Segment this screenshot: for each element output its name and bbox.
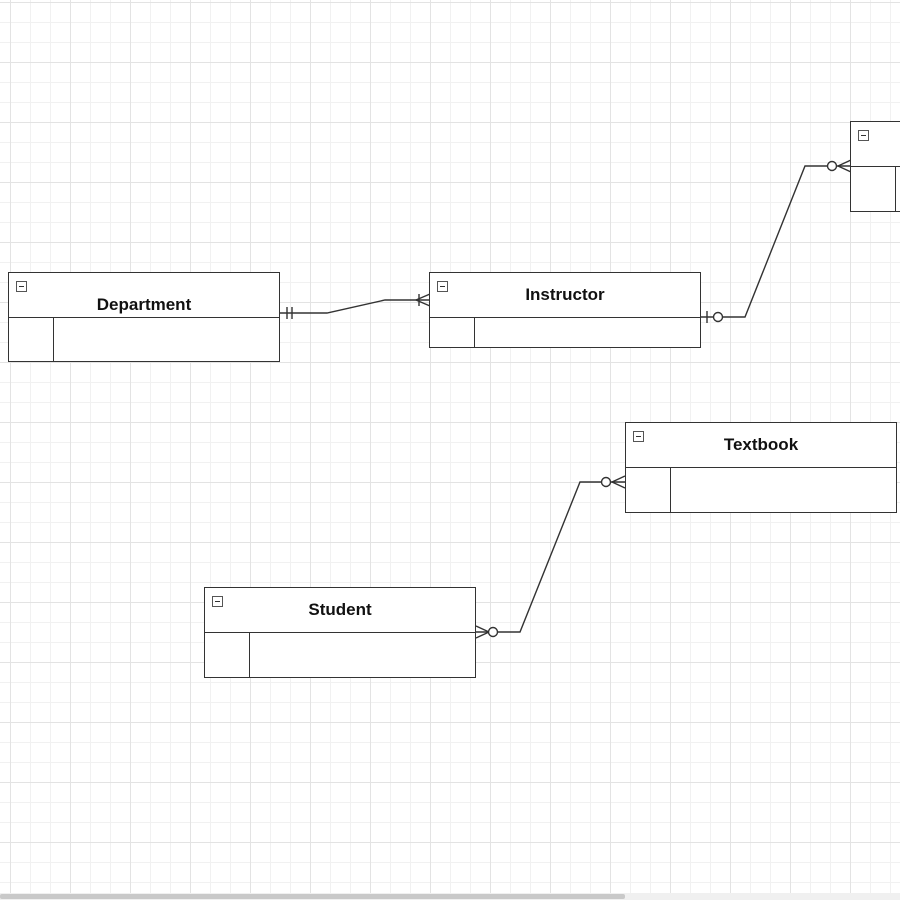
entity-offscreen[interactable]	[850, 121, 900, 212]
key-column-divider	[249, 633, 250, 677]
collapse-icon[interactable]	[437, 281, 448, 292]
collapse-icon[interactable]	[633, 431, 644, 442]
entity-title: Student	[308, 600, 372, 619]
entity-student[interactable]: Student	[204, 587, 476, 678]
entity-header: Instructor	[430, 273, 700, 318]
entity-department[interactable]: Department	[8, 272, 280, 362]
entity-header: Student	[205, 588, 475, 633]
entity-title: Instructor	[525, 285, 605, 304]
collapse-icon[interactable]	[16, 281, 27, 292]
relationship-department-instructor[interactable]	[280, 293, 431, 319]
entity-header: Department	[9, 273, 279, 318]
entity-header: Textbook	[626, 423, 896, 468]
entity-header	[851, 122, 900, 167]
key-column-divider	[895, 167, 896, 211]
scrollbar-thumb[interactable]	[0, 894, 625, 899]
entity-textbook[interactable]: Textbook	[625, 422, 897, 513]
relationship-student-textbook[interactable]	[475, 475, 626, 639]
key-column-divider	[670, 468, 671, 512]
entity-title: Textbook	[723, 435, 799, 454]
key-column-divider	[474, 318, 475, 347]
relationship-instructor-offscreen[interactable]	[701, 159, 852, 323]
collapse-icon[interactable]	[858, 130, 869, 141]
key-column-divider	[53, 318, 54, 361]
collapse-icon[interactable]	[212, 596, 223, 607]
horizontal-scrollbar[interactable]	[0, 893, 900, 900]
entity-title: Department	[96, 295, 192, 314]
entity-instructor[interactable]: Instructor	[429, 272, 701, 348]
